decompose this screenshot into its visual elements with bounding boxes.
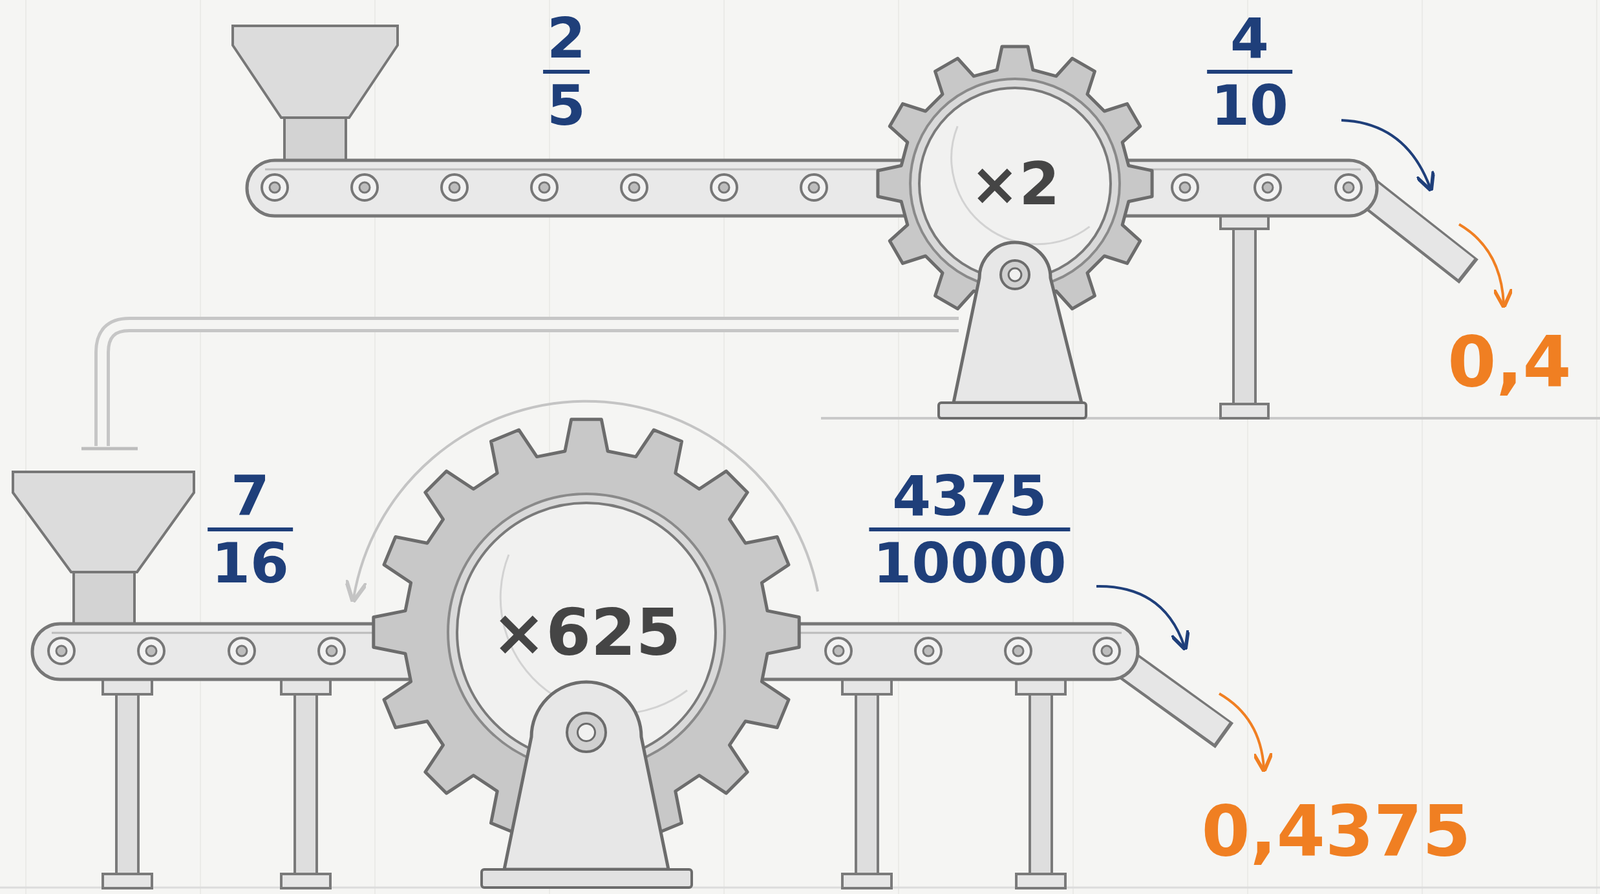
fraction-bar: [868, 527, 1070, 532]
fraction: 716: [207, 466, 293, 593]
operator-label: ×2: [970, 149, 1060, 218]
fraction: 25: [543, 9, 590, 136]
numerator: 7: [226, 466, 274, 525]
fraction: 410: [1206, 9, 1293, 136]
gear-node: ×625: [373, 418, 800, 846]
fraction-bar: [543, 69, 590, 74]
denominator: 5: [543, 76, 590, 135]
gear-node: ×2: [877, 45, 1153, 322]
operator-label: ×625: [491, 594, 682, 671]
denominator: 16: [207, 533, 293, 593]
fraction-bar: [1206, 69, 1293, 74]
numerator: 2: [543, 9, 590, 68]
fraction: 4375 10000: [868, 466, 1070, 593]
decimal-result: 0,4375: [1201, 796, 1472, 867]
decimal-result: 0,4: [1447, 327, 1571, 397]
denominator: 10000: [868, 533, 1070, 593]
numerator: 4: [1226, 9, 1273, 68]
numerator: 4375: [888, 466, 1051, 525]
fraction-bar: [207, 527, 293, 532]
denominator: 10: [1206, 76, 1293, 135]
